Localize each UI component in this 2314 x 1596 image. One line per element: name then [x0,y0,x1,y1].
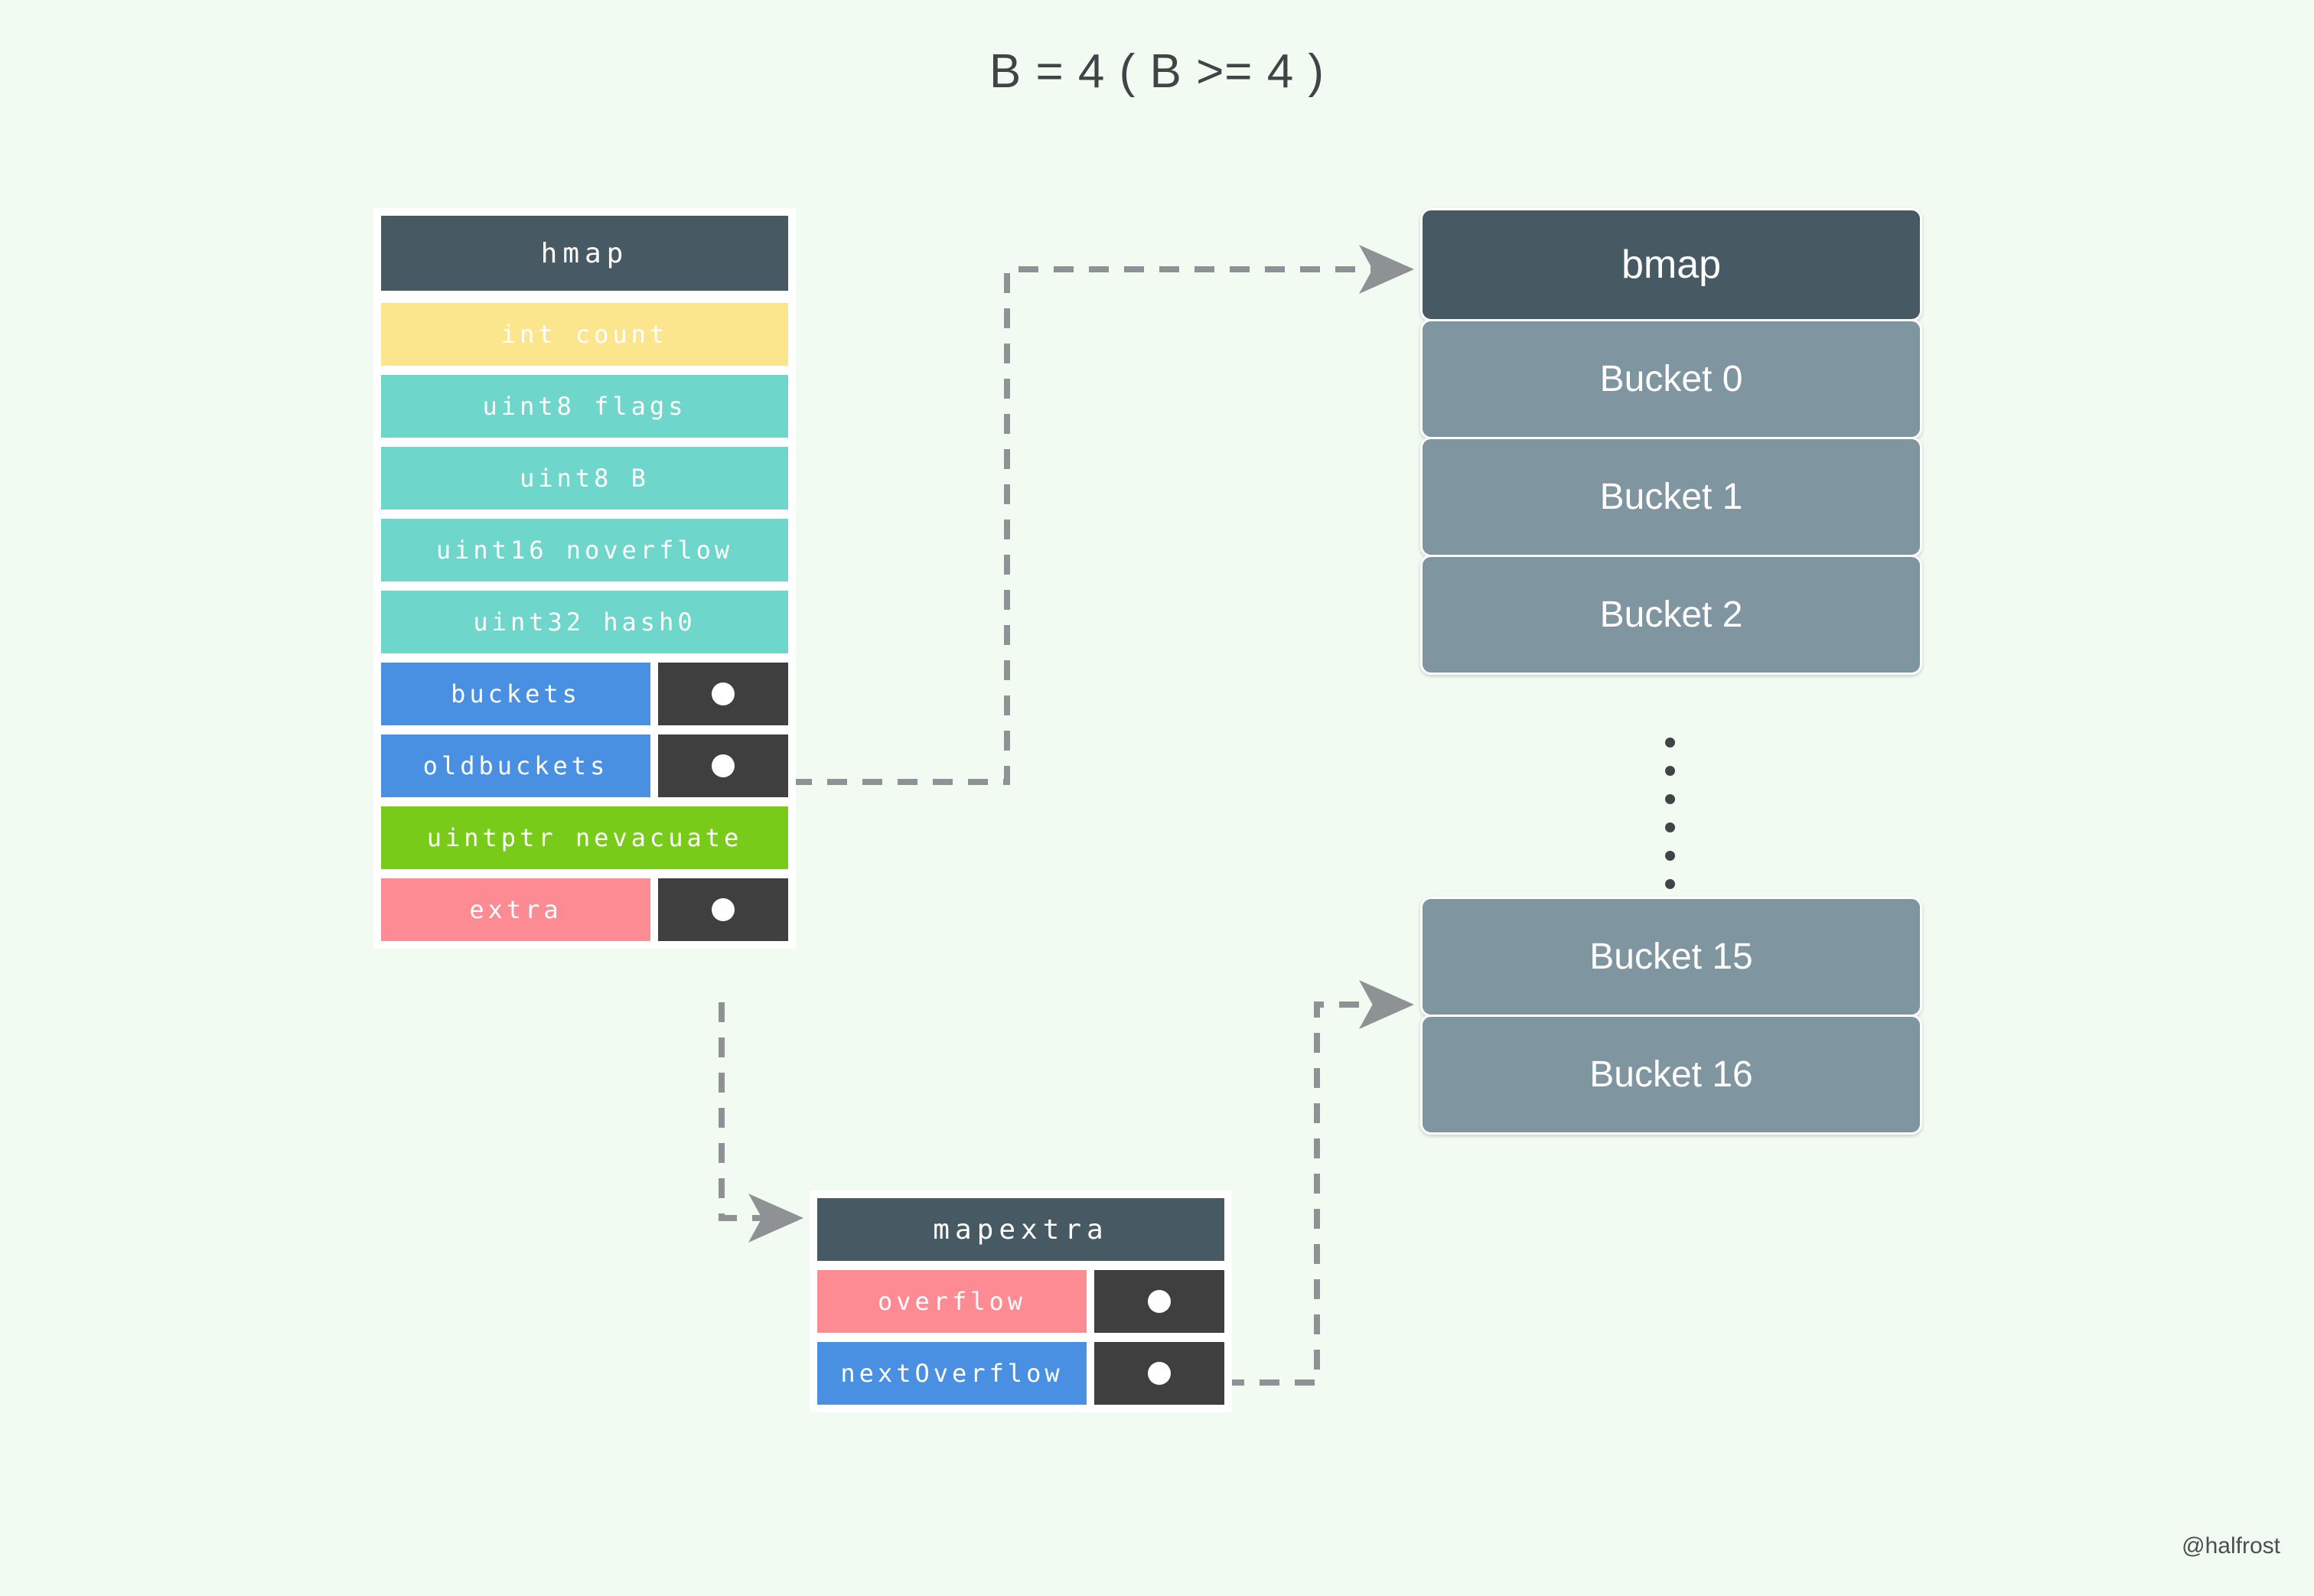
bmap-bucket-group-top: bmap Bucket 0 Bucket 1 Bucket 2 [1420,208,1922,675]
pointer-dot-icon [712,754,735,777]
ellipsis-dot-icon [1665,794,1675,804]
hmap-field-hash0: uint32 hash0 [381,591,788,653]
bucket-15: Bucket 15 [1420,897,1922,1017]
hmap-field-b-label: uint8 B [381,447,788,510]
hmap-header-label: hmap [381,216,788,291]
hmap-field-oldbuckets-pointer [658,734,788,797]
hmap-field-extra: extra [381,878,788,941]
hmap-field-buckets-pointer [658,663,788,725]
hmap-field-hash0-label: uint32 hash0 [381,591,788,653]
ellipsis-dot-icon [1665,738,1675,748]
wire-extra-to-mapextra [719,1002,803,1243]
hmap-field-extra-label: extra [381,878,650,941]
pointer-dot-icon [712,898,735,921]
mapextra-field-overflow: overflow [817,1270,1224,1333]
hmap-field-oldbuckets: oldbuckets [381,734,788,797]
mapextra-field-overflow-pointer [1094,1270,1224,1333]
bmap-header: bmap [1420,208,1922,321]
mapextra-struct: mapextra overflow nextOverflow [810,1190,1232,1412]
pointer-dot-icon [712,682,735,705]
watermark: @halfrost [2182,1533,2280,1559]
hmap-header-row: hmap [381,216,788,291]
ellipsis-dot-icon [1665,766,1675,776]
mapextra-field-nextoverflow-label: nextOverflow [817,1342,1087,1405]
hmap-field-noverflow: uint16 noverflow [381,519,788,581]
hmap-field-oldbuckets-label: oldbuckets [381,734,650,797]
pointer-dot-icon [1148,1290,1171,1313]
hmap-field-count: int count [381,303,788,366]
hmap-field-extra-pointer [658,878,788,941]
mapextra-header-label: mapextra [817,1198,1224,1261]
hmap-field-flags-label: uint8 flags [381,375,788,438]
mapextra-header-row: mapextra [817,1198,1224,1261]
pointer-dot-icon [1148,1362,1171,1385]
mapextra-field-nextoverflow-pointer [1094,1342,1224,1405]
bucket-ellipsis [1665,738,1676,907]
hmap-struct: hmap int count uint8 flags uint8 B uint1… [373,208,796,949]
ellipsis-dot-icon [1665,822,1675,832]
ellipsis-dot-icon [1665,851,1675,861]
bucket-2: Bucket 2 [1420,555,1922,675]
mapextra-field-overflow-label: overflow [817,1270,1087,1333]
hmap-field-noverflow-label: uint16 noverflow [381,519,788,581]
hmap-field-buckets: buckets [381,663,788,725]
bucket-0: Bucket 0 [1420,319,1922,439]
hmap-field-flags: uint8 flags [381,375,788,438]
bmap-bucket-group-bottom: Bucket 15 Bucket 16 [1420,897,1922,1135]
mapextra-field-nextoverflow: nextOverflow [817,1342,1224,1405]
hmap-field-nevacuate-label: uintptr nevacuate [381,806,788,869]
page-title: B = 4 ( B >= 4 ) [989,45,1325,98]
wire-nextoverflow-to-bucket15 [1224,980,1414,1386]
ellipsis-dot-icon [1665,879,1675,889]
hmap-field-buckets-label: buckets [381,663,650,725]
wire-buckets-to-bmap [722,245,1414,785]
bucket-16: Bucket 16 [1420,1015,1922,1135]
hmap-field-b: uint8 B [381,447,788,510]
hmap-field-count-label: int count [381,303,788,366]
hmap-field-nevacuate: uintptr nevacuate [381,806,788,869]
bucket-1: Bucket 1 [1420,437,1922,557]
